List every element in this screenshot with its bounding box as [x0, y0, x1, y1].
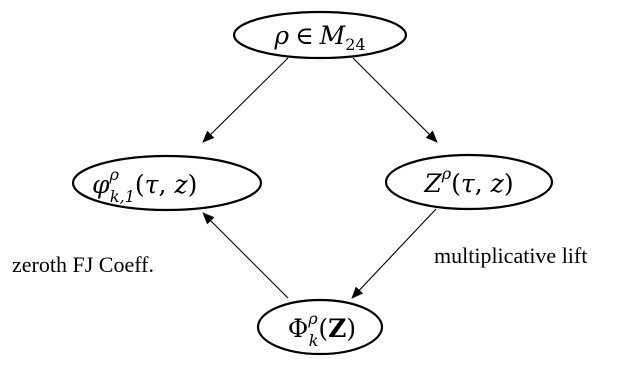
bottom-close-paren: ) [346, 314, 356, 343]
left-close-paren: ) [188, 170, 198, 199]
arrow-top-to-right [352, 57, 438, 143]
capital-phi-subscript: k [309, 331, 319, 350]
arrow-bottom-to-left [202, 212, 289, 299]
space-m: M [319, 21, 347, 50]
right-open-paren: ( [451, 169, 461, 198]
z-superscript: ρ [441, 164, 452, 183]
z-variable: z [490, 169, 505, 198]
arrow-right-to-bottom [351, 208, 437, 299]
phi-superscript: ρ [109, 165, 120, 184]
element-of-symbol: ∈ [295, 21, 314, 50]
right-close-paren: ) [504, 169, 514, 198]
phi-symbol: φ [92, 170, 110, 199]
left-comma: , [159, 170, 175, 199]
left-open-paren: ( [135, 170, 145, 199]
tau-variable: τ [461, 169, 476, 198]
bold-z-variable: Z [328, 314, 346, 343]
svg-text:ρ∈M24: ρ∈M24 [273, 21, 365, 54]
node-z-rho: Zρ(τ, z) [384, 153, 554, 211]
svg-text:φρk,1(τ, z): φρ k,1(τ, z) [92, 165, 197, 206]
tau-variable: τ [145, 170, 160, 199]
phi-subscript: k,1 [110, 187, 135, 206]
node-rho-in-m24: ρ∈M24 [232, 10, 408, 60]
bottom-open-paren: ( [318, 314, 328, 343]
space-subscript: 24 [345, 35, 365, 54]
capital-phi-superscript: ρ [307, 309, 318, 328]
node-phi-k1: φρ k,1(τ, z) [71, 154, 263, 212]
right-comma: , [475, 169, 491, 198]
edge-label-multiplicative-lift: multiplicative lift [434, 243, 587, 268]
capital-phi-symbol: Φ [288, 314, 309, 343]
z-symbol: Z [423, 169, 442, 198]
rho-symbol: ρ [273, 21, 289, 50]
arrow-top-to-left [202, 57, 289, 143]
z-variable: z [173, 170, 188, 199]
edge-label-zeroth-fj-coeff: zeroth FJ Coeff. [12, 252, 154, 277]
svg-text:Φρk(Z): Φρk(Z) [288, 309, 356, 350]
svg-text:Zρ(τ, z): Zρ(τ, z) [423, 164, 513, 198]
